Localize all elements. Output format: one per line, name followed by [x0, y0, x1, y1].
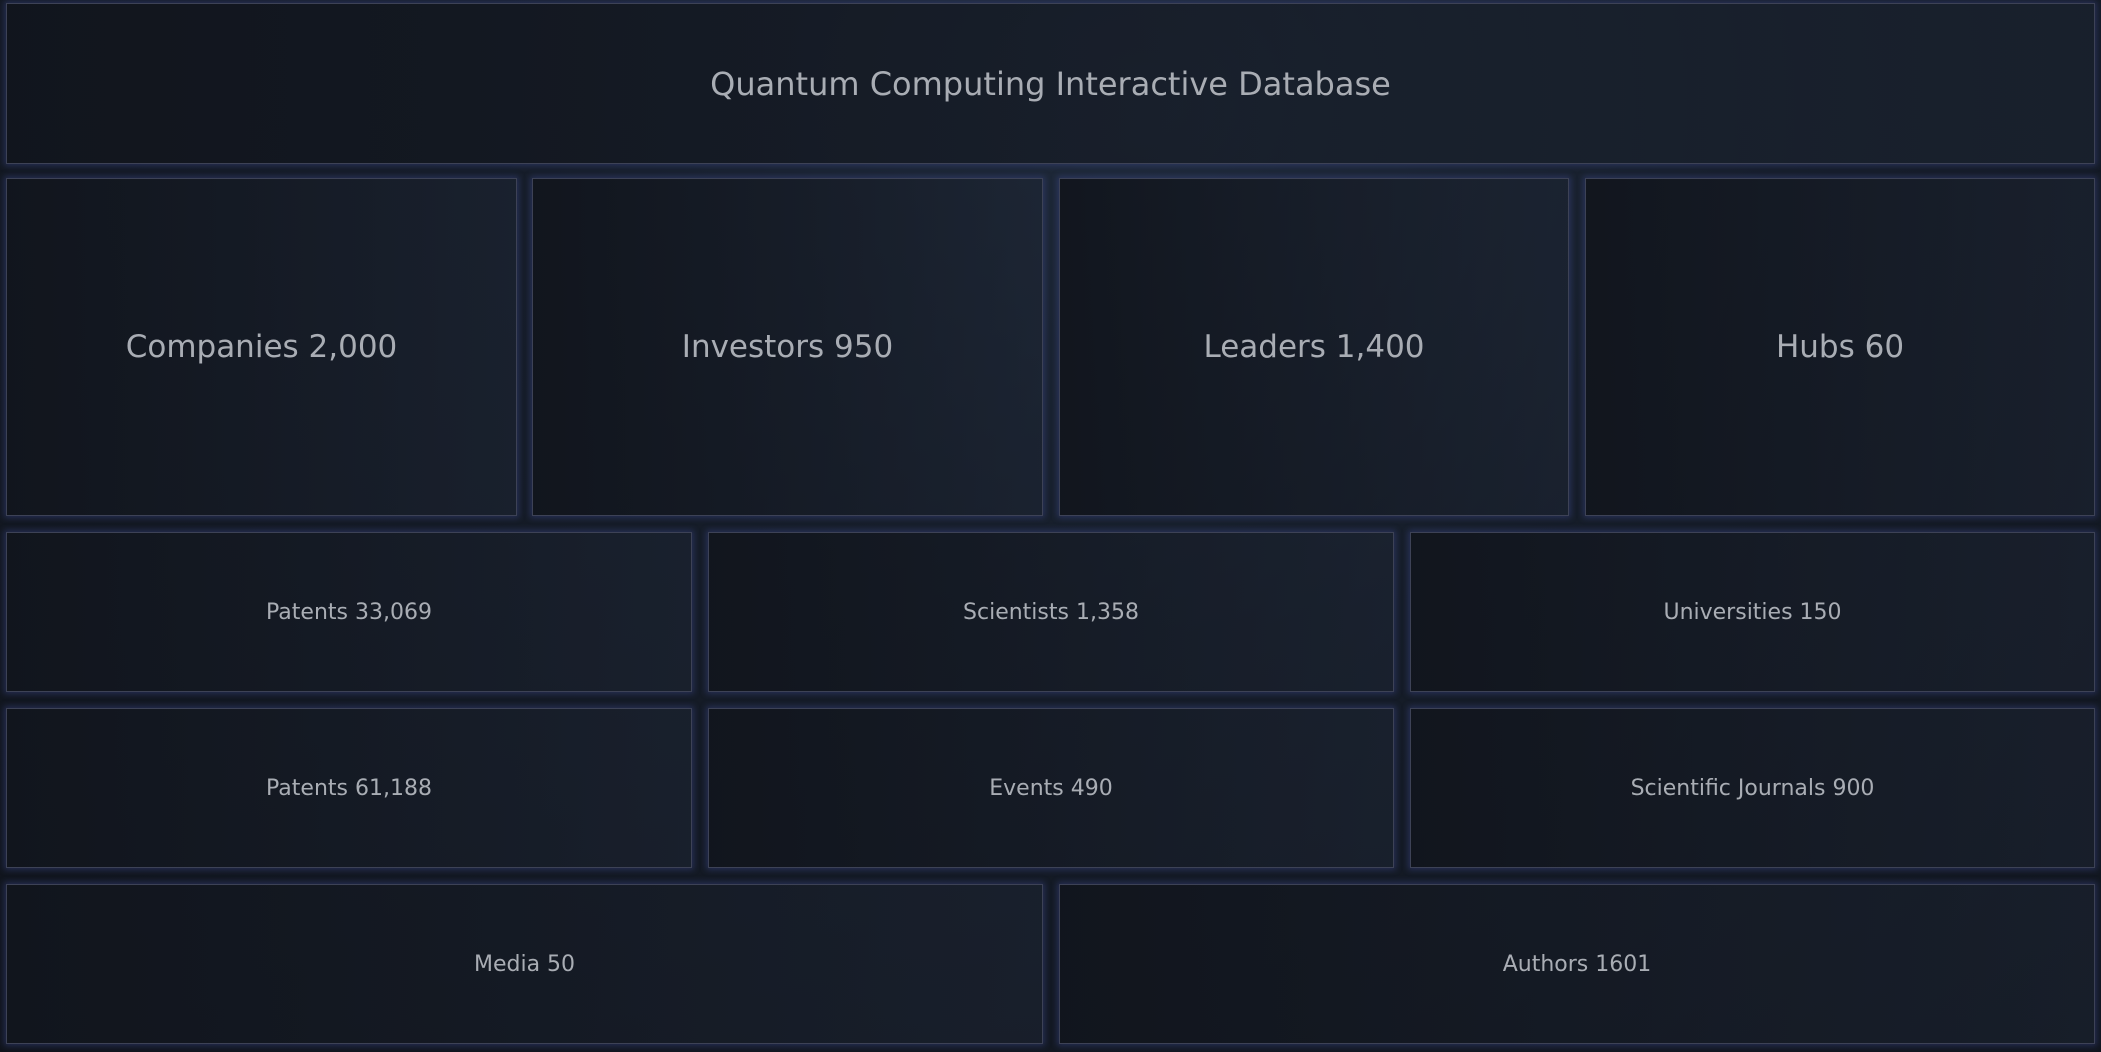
tile-scientific-journals[interactable]: Scientific Journals 900: [1410, 708, 2095, 868]
tile-label: Investors 950: [681, 329, 894, 365]
tile-events[interactable]: Events 490: [708, 708, 1394, 868]
page-title-text: Quantum Computing Interactive Database: [710, 64, 1391, 103]
page-title: Quantum Computing Interactive Database: [6, 3, 2095, 164]
tile-label: Scientific Journals 900: [1630, 775, 1875, 801]
tile-hubs[interactable]: Hubs 60: [1585, 178, 2095, 516]
tile-label: Patents 33,069: [266, 599, 432, 625]
tile-label: Scientists 1,358: [963, 599, 1139, 625]
tile-label: Events 490: [989, 775, 1113, 801]
tile-patents-1[interactable]: Patents 33,069: [6, 532, 692, 692]
tile-label: Universities 150: [1663, 599, 1842, 625]
tile-label: Leaders 1,400: [1203, 329, 1425, 365]
tile-label: Hubs 60: [1775, 329, 1905, 365]
tile-investors[interactable]: Investors 950: [532, 178, 1043, 516]
tile-companies[interactable]: Companies 2,000: [6, 178, 517, 516]
tile-scientists[interactable]: Scientists 1,358: [708, 532, 1394, 692]
tile-label: Authors 1601: [1502, 951, 1652, 977]
tile-media[interactable]: Media 50: [6, 884, 1043, 1044]
tile-label: Companies 2,000: [125, 329, 398, 365]
tile-label: Media 50: [473, 951, 576, 977]
tile-authors[interactable]: Authors 1601: [1059, 884, 2095, 1044]
tile-universities[interactable]: Universities 150: [1410, 532, 2095, 692]
tile-leaders[interactable]: Leaders 1,400: [1059, 178, 1569, 516]
tile-patents-2[interactable]: Patents 61,188: [6, 708, 692, 868]
tile-label: Patents 61,188: [266, 775, 432, 801]
